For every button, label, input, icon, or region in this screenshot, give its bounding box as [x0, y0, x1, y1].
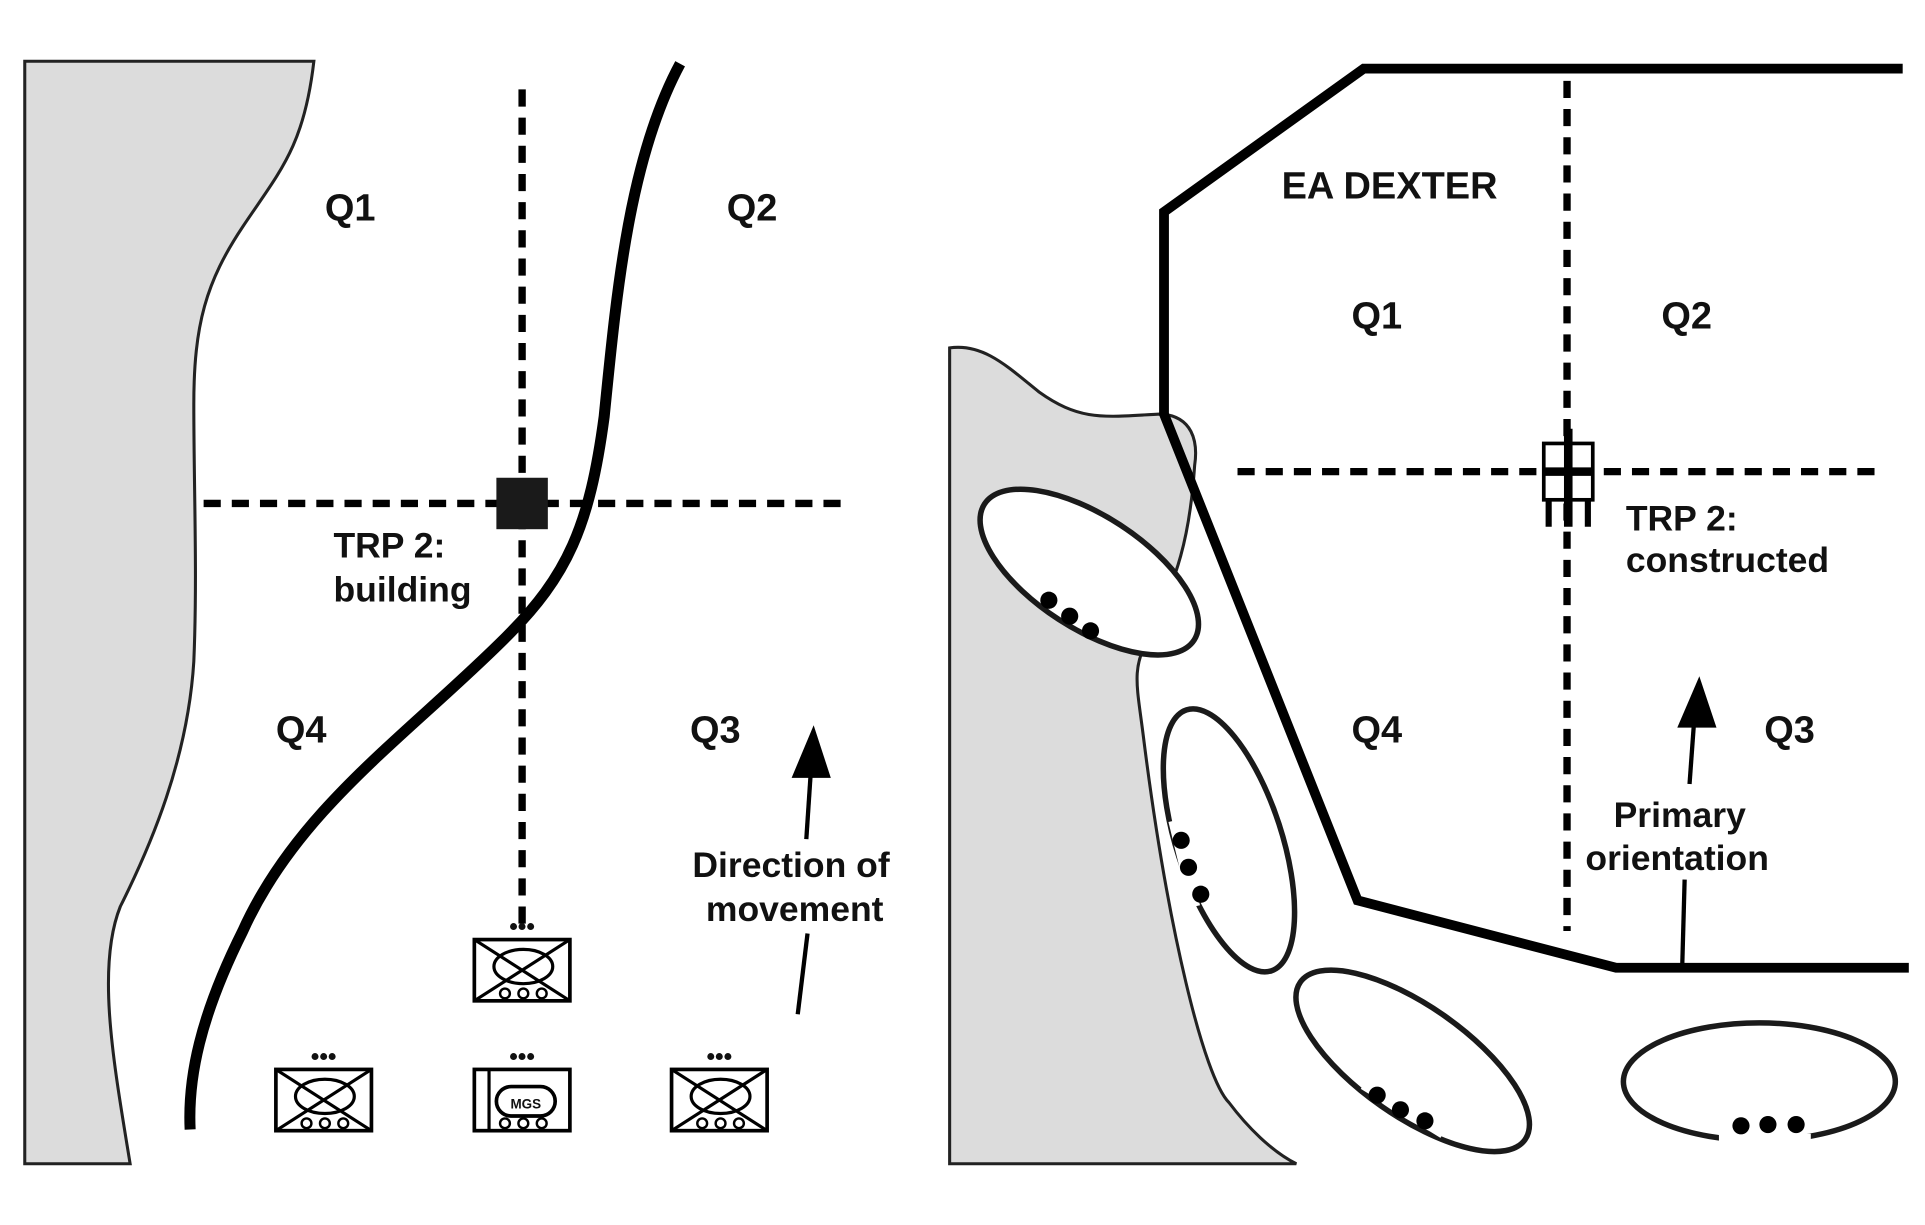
right-trp-label-line1: TRP 2: [1626, 498, 1738, 538]
battle-position-4 [1620, 1020, 1899, 1145]
orientation-arrow-head [1677, 676, 1717, 728]
left-trp-label-line1: TRP 2: [333, 525, 445, 565]
right-trp-label-line2: constructed [1626, 540, 1829, 580]
direction-label-line2: movement [706, 889, 884, 929]
right-panel: EA DEXTER Q1 Q2 Q3 Q4 TRP 2: constructed… [948, 63, 1909, 1166]
echelon-dots: ••• [509, 1044, 535, 1071]
left-q1-label: Q1 [325, 188, 376, 230]
orientation-arrow-shaft-lower [1680, 879, 1687, 968]
echelon-dots: ••• [706, 1044, 732, 1071]
left-trp-label-line2: building [333, 569, 471, 609]
trp-building-icon [496, 477, 548, 530]
right-q3-label: Q3 [1764, 709, 1815, 751]
right-q2-label: Q2 [1661, 295, 1712, 337]
left-q2-label: Q2 [727, 188, 778, 230]
left-q3-label: Q3 [690, 709, 741, 751]
left-terrain-area [23, 59, 316, 1166]
orientation-label-line1: Primary [1614, 795, 1747, 835]
battle-position-2 [1160, 706, 1298, 975]
echelon-dots: ••• [509, 914, 535, 941]
ifv-unit-icon: ••• [274, 1044, 374, 1133]
battle-position-3 [1293, 967, 1533, 1155]
left-q4-label: Q4 [276, 709, 327, 751]
orientation-label-line2: orientation [1585, 838, 1769, 878]
orientation-arrow-shaft-upper [1687, 716, 1697, 785]
right-q4-label: Q4 [1351, 709, 1402, 751]
ea-dexter-boundary [1159, 63, 1909, 973]
echelon-dots: ••• [311, 1044, 337, 1071]
direction-label-line1: Direction of [692, 845, 889, 885]
mgs-unit-icon: ••• MGS [472, 1044, 572, 1133]
ifv-unit-icon: ••• [669, 1044, 769, 1133]
battle-position-1 [977, 486, 1202, 658]
ea-dexter-label: EA DEXTER [1282, 165, 1498, 207]
left-road [184, 61, 685, 1130]
right-q1-label: Q1 [1351, 295, 1402, 337]
trp-constructed-icon [1541, 428, 1595, 527]
direction-arrow-shaft [795, 933, 810, 1015]
mgs-label: MGS [510, 1097, 541, 1112]
left-panel: Q1 Q2 Q3 Q4 TRP 2: building Direction of… [23, 59, 890, 1166]
ifv-unit-icon: ••• [472, 914, 572, 1003]
direction-arrow-head [791, 725, 831, 778]
